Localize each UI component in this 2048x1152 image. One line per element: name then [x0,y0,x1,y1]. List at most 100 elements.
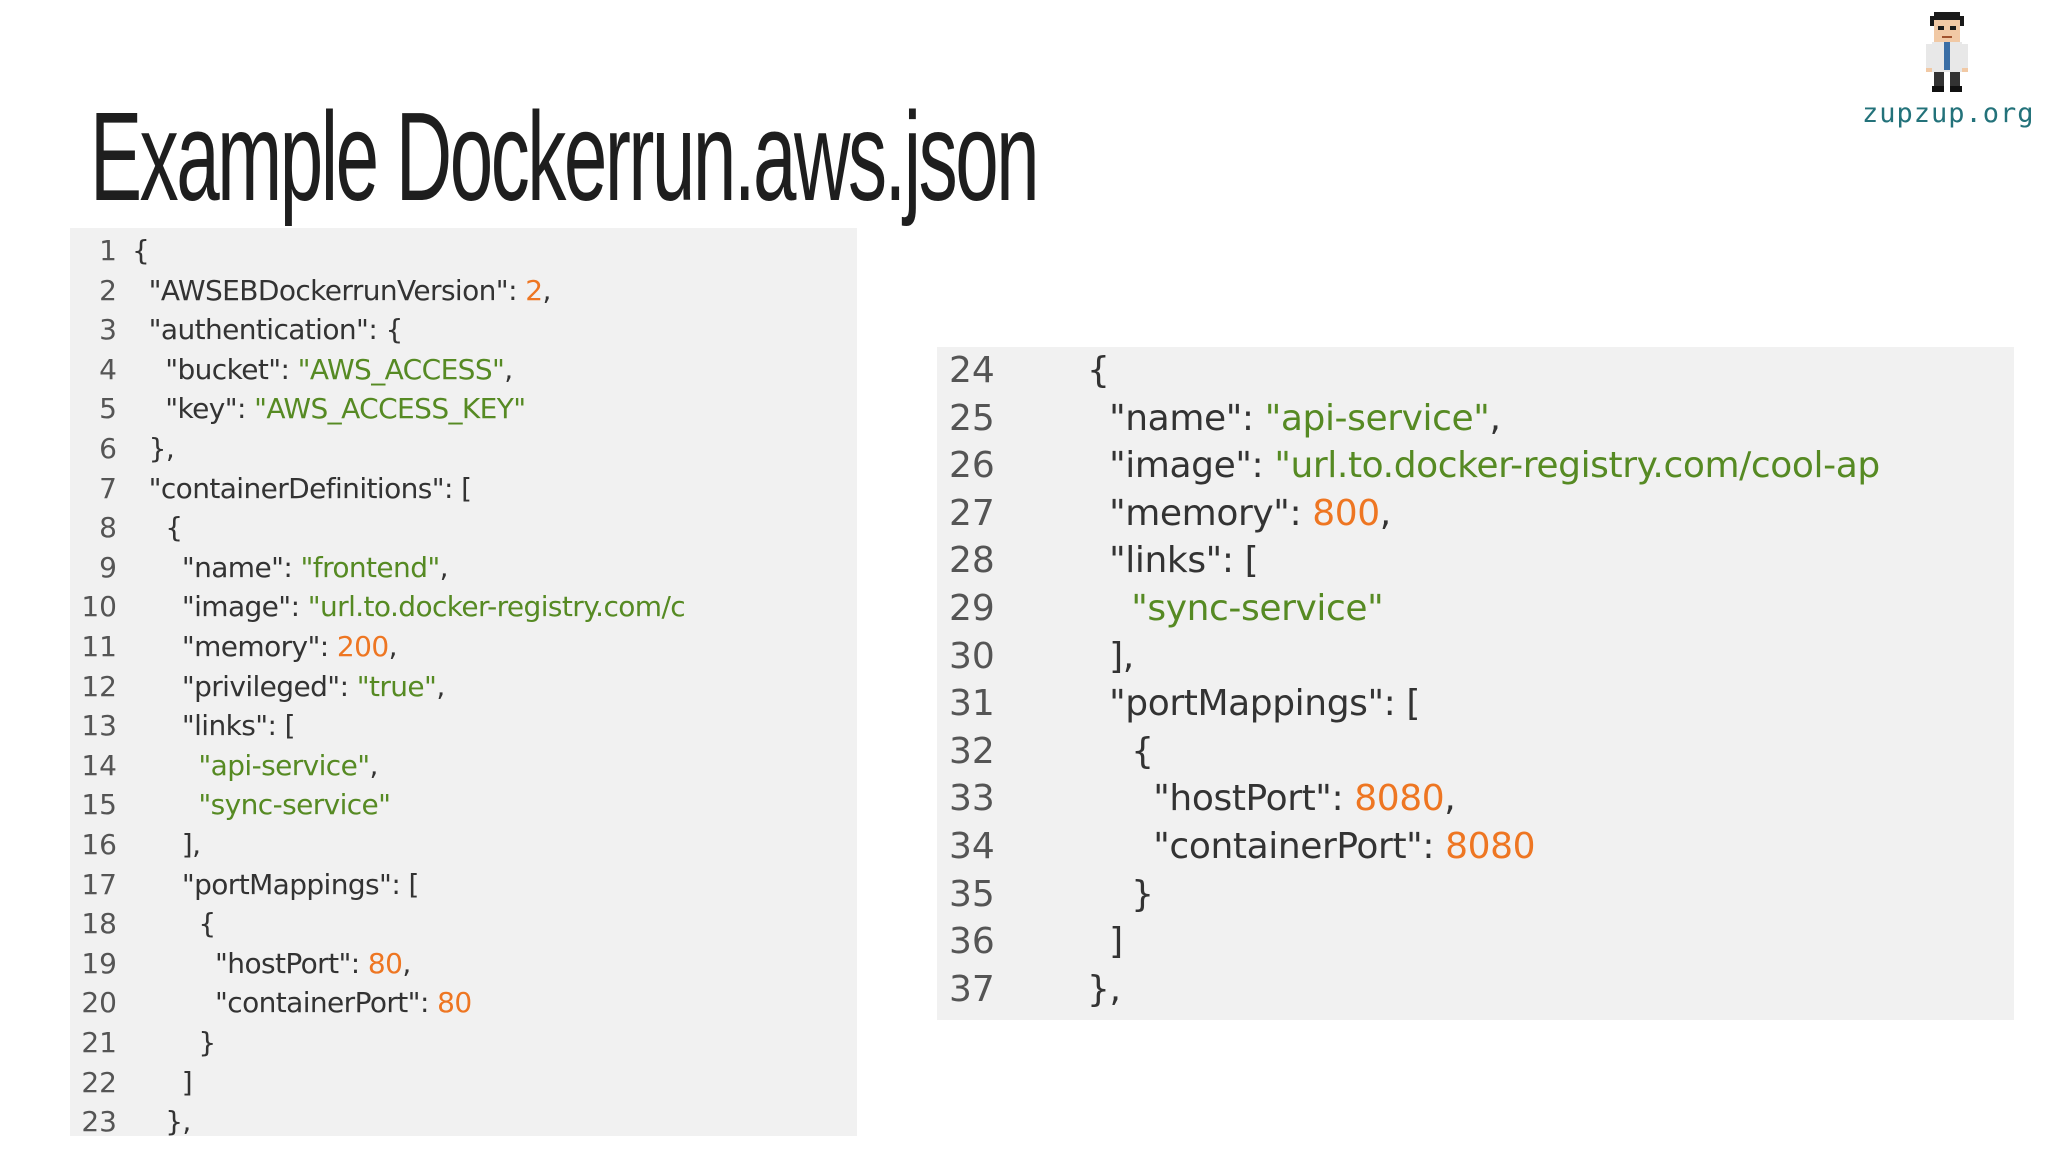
punctuation-token: , [504,352,513,386]
key-token: "bucket" [165,352,281,386]
number-token: 2 [525,273,543,307]
code-text: "portMappings": [ [1087,680,1420,728]
punctuation-token: : [339,669,357,703]
pixel-avatar-icon [1926,12,1968,92]
code-text: } [1087,871,1154,919]
punctuation-token: { [1087,350,1110,391]
code-text: "links": [ [1087,537,1259,585]
punctuation-token: } [1087,873,1154,915]
number-token: 8080 [1354,778,1445,820]
code-text: "authentication": { [132,310,404,349]
line-number: 7 [99,471,117,505]
punctuation-token: : [1331,778,1355,820]
code-text: "memory": 800, [1087,490,1391,538]
punctuation-token [1087,683,1109,724]
string-token: "true" [356,669,437,703]
code-text: }, [1087,966,1121,1014]
punctuation-token: , [1489,397,1501,439]
number-token: 80 [437,986,472,1020]
line-number: 18 [81,907,117,941]
key-token: "image" [1109,445,1252,487]
punctuation-token: : [319,630,337,663]
code-text: "key": "AWS_ACCESS_KEY" [132,389,526,428]
punctuation-token: , [436,669,445,703]
line-number: 2 [99,273,117,307]
punctuation-token: { [1087,1016,1110,1020]
punctuation-token: : [508,273,526,307]
punctuation-token: } [132,1026,216,1059]
punctuation-token: , [402,946,411,980]
line-number: 26 [949,445,995,487]
line-number: 23 [81,1105,117,1136]
key-token: "portMappings" [1109,683,1384,725]
string-token: "frontend" [300,550,441,584]
line-number: 25 [949,397,995,439]
line-number: 15 [81,788,117,822]
number-token: 8080 [1445,826,1536,867]
code-text: ] [132,1063,193,1102]
line-number: 9 [99,550,117,584]
punctuation-token [132,551,182,584]
punctuation-token: : [ [267,709,295,743]
code-text: "sync-service" [1087,585,1384,633]
line-number: 28 [949,540,995,582]
punctuation-token [1087,588,1131,629]
punctuation-token [132,630,182,663]
key-token: "hostPort" [215,946,351,980]
punctuation-token [132,392,165,425]
punctuation-token [1087,398,1109,439]
punctuation-token [132,590,182,623]
punctuation-token: : { [368,313,403,347]
key-token: "key" [165,392,237,426]
code-text: "name": "frontend", [132,548,449,587]
punctuation-token: , [1379,492,1391,534]
code-panel-left: 1{2 "AWSEBDockerrunVersion": 2,3 "authen… [70,228,857,1136]
line-number: 29 [949,588,995,629]
line-number: 35 [949,873,995,915]
line-number: 37 [949,968,995,1010]
code-text: "containerPort": 80 [132,983,472,1022]
code-text: "containerPort": 8080 [1087,823,1535,871]
code-text: }, [132,429,175,468]
punctuation-token [132,353,165,386]
code-text: "hostPort": 8080, [1087,775,1455,823]
string-token: "url.to.docker-registry.com/cool-ap [1274,445,1880,487]
punctuation-token: ] [1087,921,1123,963]
line-number: 8 [99,511,117,545]
punctuation-token: , [1444,778,1456,820]
key-token: "authentication" [148,313,369,347]
punctuation-token: : [ [391,867,419,901]
code-text: ], [1087,633,1134,681]
code-text: { [132,904,216,943]
code-text: "portMappings": [ [132,865,420,904]
line-number: 30 [949,635,995,677]
code-text: "api-service", [132,746,378,785]
punctuation-token: { [132,907,216,941]
code-text: { [132,508,183,547]
punctuation-token: : [283,550,301,584]
line-number: 17 [81,867,117,901]
key-token: "links" [181,709,268,743]
punctuation-token [1087,778,1153,819]
string-token: "sync-service" [1131,588,1384,629]
punctuation-token: : [280,352,298,386]
line-number: 36 [949,921,995,963]
code-text: "bucket": "AWS_ACCESS", [132,350,513,389]
line-number: 38 [949,1013,1009,1020]
punctuation-token: , [542,273,551,307]
code-text: "image": "url.to.docker-registry.com/coo… [1087,442,1880,490]
line-number: 12 [81,669,117,703]
number-token: 80 [367,946,403,980]
punctuation-token [1087,493,1109,534]
key-token: "hostPort" [1153,778,1332,820]
punctuation-token [132,947,215,980]
code-text: "links": [ [132,706,296,745]
punctuation-token: , [369,748,378,782]
key-token: "portMappings" [181,867,392,901]
punctuation-token [1087,540,1109,581]
punctuation-token: : [ [1221,540,1259,582]
punctuation-token: ], [132,828,201,861]
line-number: 6 [99,432,117,465]
line-number: 16 [81,828,117,861]
string-token: "AWS_ACCESS_KEY" [254,392,526,426]
